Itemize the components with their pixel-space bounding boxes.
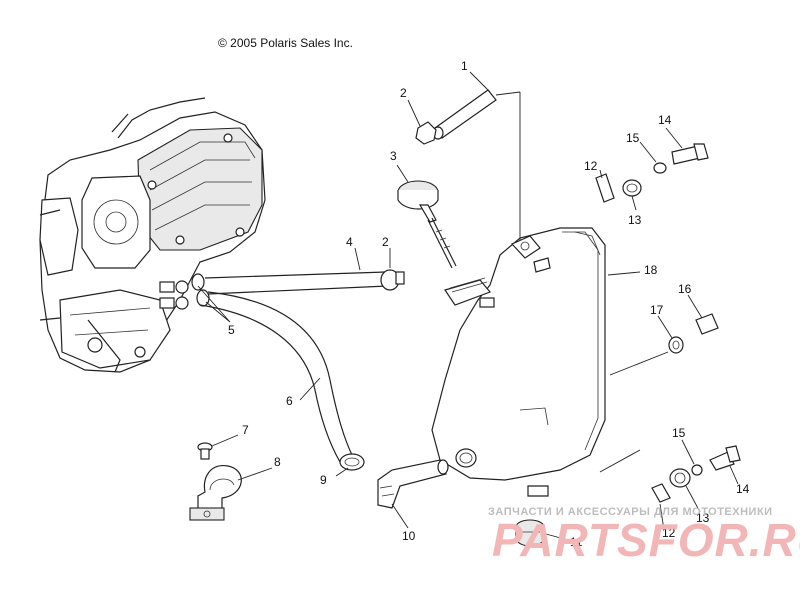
callout-7: 7 <box>242 423 249 437</box>
hardware-right <box>668 313 719 354</box>
callout-2-lower: 2 <box>382 235 389 249</box>
hose-4 <box>204 271 388 295</box>
elbow-fitting-10 <box>377 459 449 509</box>
hardware-upper-right <box>595 143 709 203</box>
callout-3: 3 <box>390 149 397 163</box>
leader-lines <box>197 71 739 541</box>
engine-assembly <box>39 97 266 373</box>
callout-12-lower: 12 <box>662 526 676 540</box>
drain-plug-11 <box>515 519 545 547</box>
hose-6 <box>199 291 353 463</box>
callout-14-lower: 14 <box>736 482 750 496</box>
callout-labels: 1 2 3 4 2 5 6 7 8 9 10 11 12 13 14 15 16… <box>228 59 750 549</box>
watermark-tagline: ЗАПЧАСТИ И АКСЕССУАРЫ ДЛЯ МОТОТЕХНИКИ <box>488 506 773 518</box>
callout-13-lower: 13 <box>696 511 710 525</box>
callout-13-upper: 13 <box>628 213 642 227</box>
hardware-lower-right <box>651 445 741 503</box>
callout-17: 17 <box>650 303 664 317</box>
callout-11: 11 <box>570 535 583 549</box>
p-clamp-8 <box>189 465 242 521</box>
tube-1 <box>432 89 497 140</box>
clamp-9 <box>339 453 365 471</box>
callout-8: 8 <box>274 455 281 469</box>
callout-2-upper: 2 <box>400 86 407 100</box>
callout-15-lower: 15 <box>672 426 686 440</box>
cap-2-upper <box>415 121 437 145</box>
callout-5: 5 <box>228 323 235 337</box>
callout-14-upper: 14 <box>658 113 672 127</box>
callout-10: 10 <box>402 529 416 543</box>
copyright-text: © 2005 Polaris Sales Inc. <box>218 36 353 50</box>
callout-4: 4 <box>346 235 353 249</box>
clamp-2-lower <box>380 269 405 291</box>
callout-15-upper: 15 <box>626 131 640 145</box>
callout-16: 16 <box>678 282 692 296</box>
callout-6: 6 <box>286 394 293 408</box>
oil-tank-18 <box>431 227 606 497</box>
callout-1: 1 <box>461 59 468 73</box>
callout-12-upper: 12 <box>584 159 598 173</box>
callout-9: 9 <box>320 473 327 487</box>
dipstick-3 <box>397 180 457 269</box>
screw-7 <box>197 442 213 460</box>
callout-18: 18 <box>644 263 658 277</box>
watermark-logo: PARTSFOR.RU <box>492 514 800 566</box>
